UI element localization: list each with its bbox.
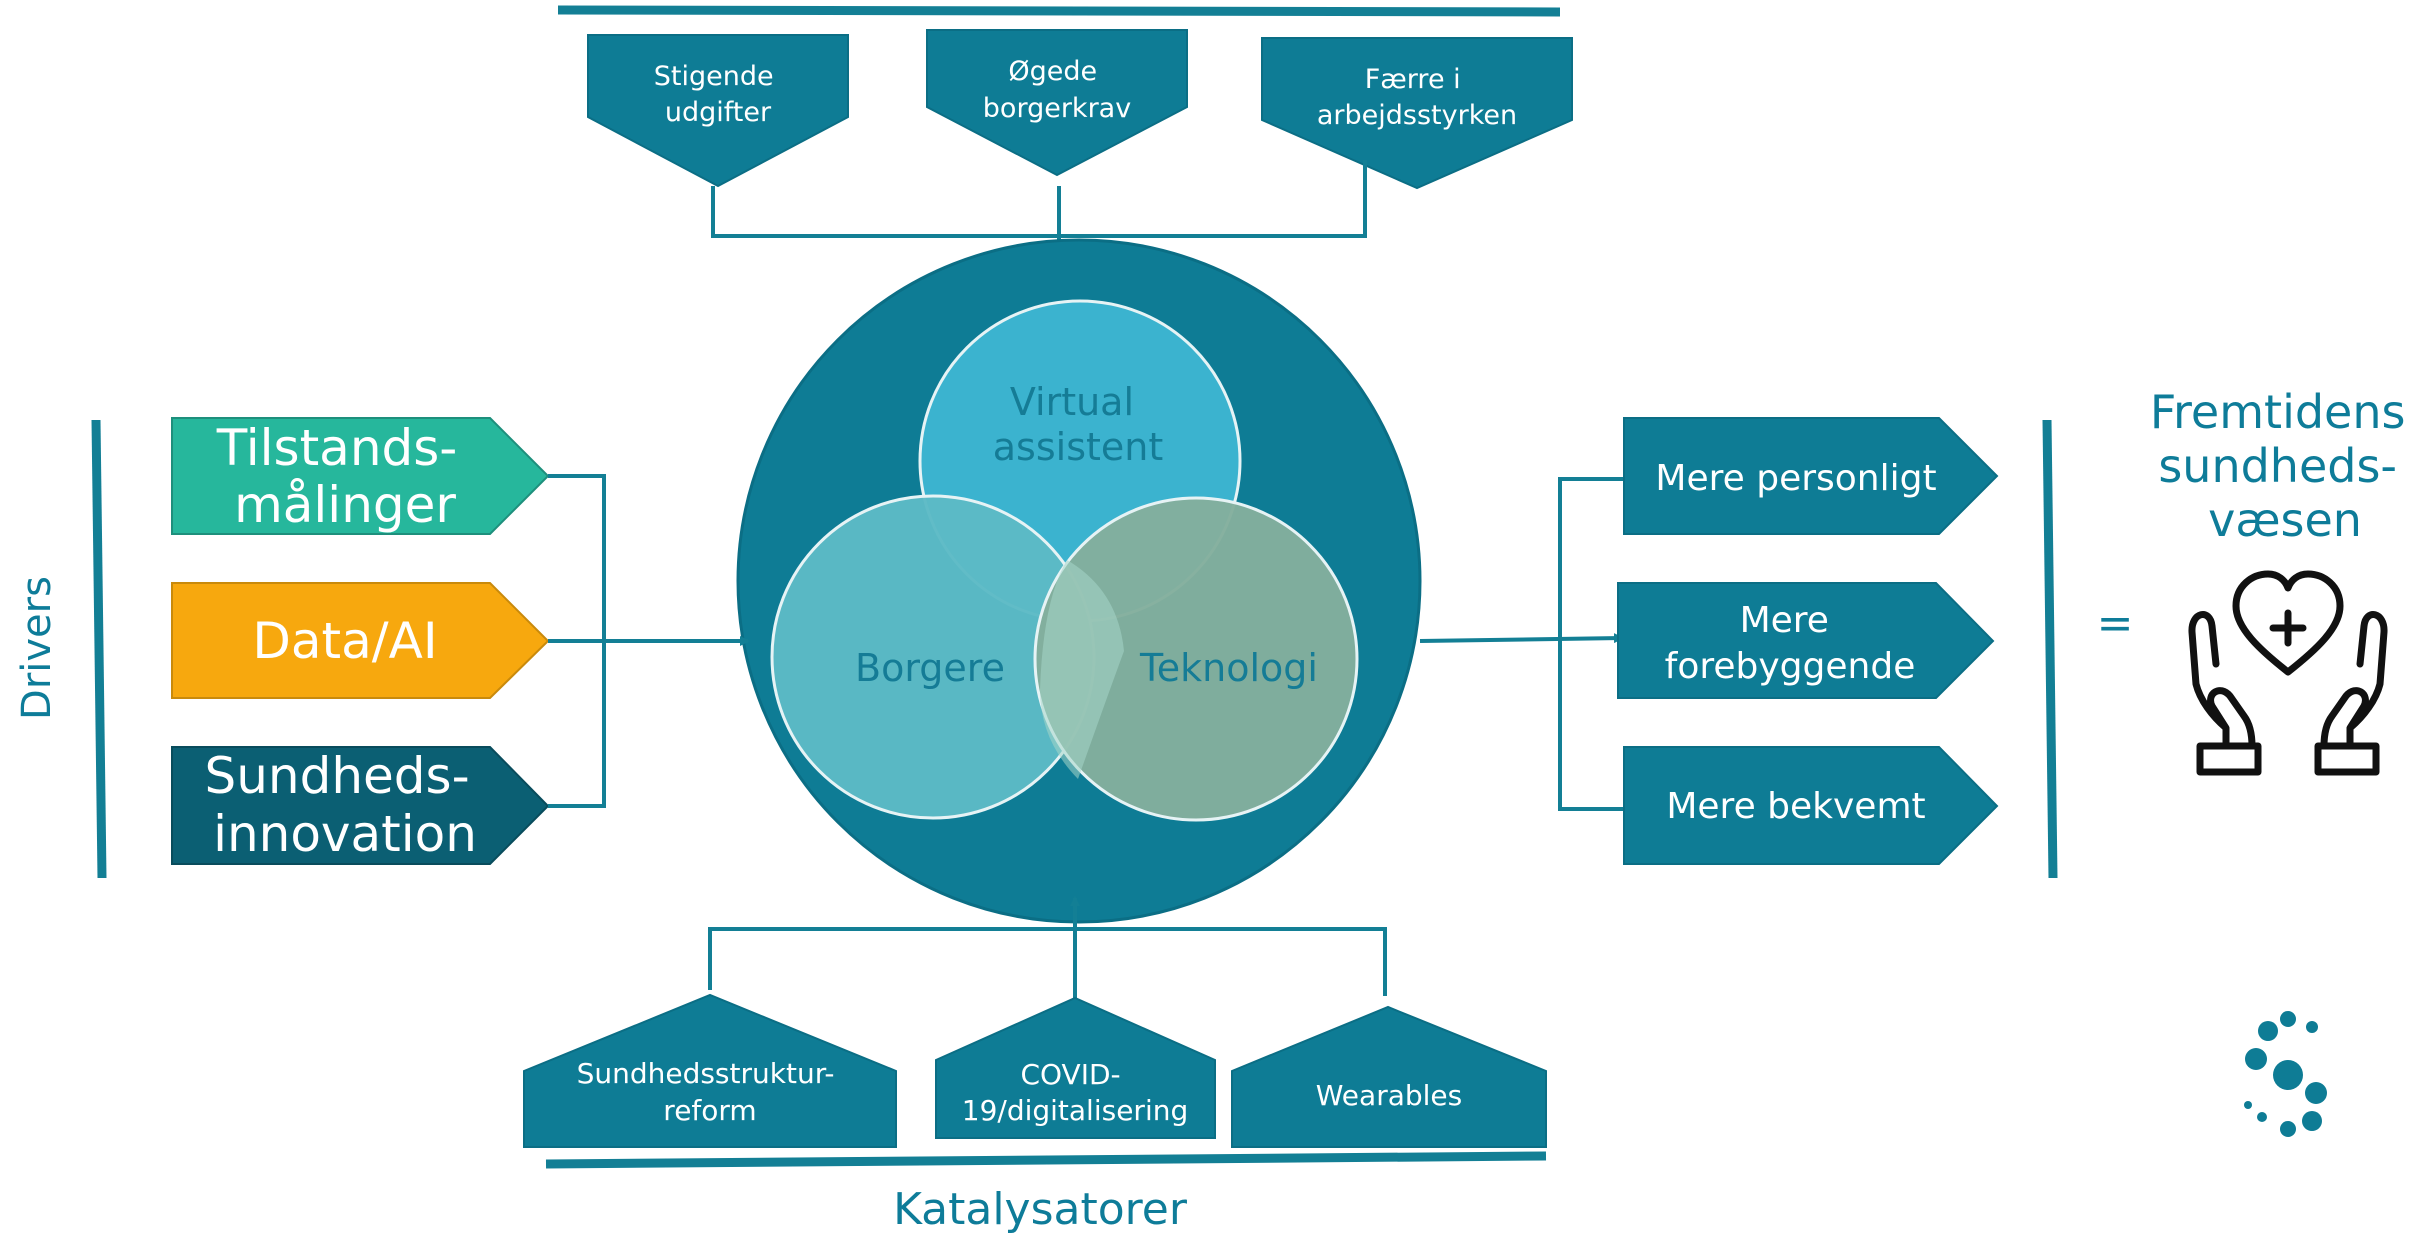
venn-overlap-center bbox=[1040, 560, 1124, 779]
svg-text:Sundheds- innovation: Sundheds- innovation bbox=[204, 747, 485, 863]
svg-text:Mere forebyggende: Mere forebyggende bbox=[1665, 600, 1916, 687]
hands-heart-icon bbox=[2188, 570, 2388, 776]
catalysts-label: Katalysatorer bbox=[893, 1184, 1188, 1234]
catalyst-box-3: Wearables bbox=[1231, 1005, 1547, 1148]
top-connector bbox=[711, 160, 1367, 238]
venn-label-left: Borgere bbox=[855, 646, 1005, 690]
top-box-3-line-1: Færre i bbox=[1365, 64, 1461, 95]
outcome-arrow bbox=[1419, 633, 1624, 644]
outcome-box-3: Mere bekvemt bbox=[1623, 746, 1999, 865]
catalyst-1-line-2: reform bbox=[663, 1094, 756, 1127]
dots-logo-icon bbox=[2244, 1011, 2327, 1137]
svg-text:Færre i arbejdsstyrken: Færre i arbejdsstyrken bbox=[1317, 64, 1517, 131]
outcome-1-label: Mere personligt bbox=[1655, 458, 1936, 499]
result-line-1: Fremtidens bbox=[2150, 385, 2406, 439]
venn-label-right: Teknologi bbox=[1139, 646, 1318, 690]
outcome-connector bbox=[1558, 477, 1624, 811]
top-box-3-line-2: arbejdsstyrken bbox=[1317, 100, 1517, 131]
driver-3-line-1: Sundheds- bbox=[204, 747, 469, 805]
catalyst-2-line-1: COVID- bbox=[1020, 1058, 1120, 1091]
outcome-3-label: Mere bekvemt bbox=[1666, 786, 1925, 827]
outcome-box-1: Mere personligt bbox=[1623, 417, 1999, 535]
top-box-2-line-2: borgerkrav bbox=[983, 93, 1131, 124]
venn-label-top-2: assistent bbox=[993, 425, 1164, 469]
svg-text:Tilstands- målinger: Tilstands- målinger bbox=[216, 419, 474, 534]
catalyst-box-2: COVID- 19/digitalisering bbox=[935, 996, 1216, 1139]
driver-box-3: Sundheds- innovation bbox=[171, 746, 550, 865]
top-bar bbox=[557, 5, 1561, 17]
svg-text:Virtual assistent: Virtual assistent bbox=[993, 380, 1164, 469]
top-box-3: Færre i arbejdsstyrken bbox=[1261, 37, 1573, 190]
bottom-bar bbox=[545, 1151, 1547, 1169]
venn-label-top-1: Virtual bbox=[1010, 380, 1134, 424]
top-box-2: Øgede borgerkrav bbox=[926, 29, 1188, 177]
top-box-1-line-1: Stigende bbox=[654, 61, 774, 92]
outcome-box-2: Mere forebyggende bbox=[1617, 582, 1995, 699]
venn-circle-right bbox=[1033, 496, 1359, 822]
top-box-2-line-1: Øgede bbox=[1008, 56, 1097, 87]
catalyst-2-line-2: 19/digitalisering bbox=[962, 1094, 1189, 1127]
driver-2-label: Data/AI bbox=[252, 612, 437, 670]
outcomes-bar bbox=[2042, 419, 2058, 879]
svg-text:Stigende udgifter: Stigende udgifter bbox=[654, 61, 782, 128]
svg-text:Øgede borgerkrav: Øgede borgerkrav bbox=[983, 56, 1131, 124]
driver-box-1: Tilstands- målinger bbox=[171, 417, 550, 535]
catalyst-3-label: Wearables bbox=[1316, 1079, 1462, 1112]
driver-3-line-2: innovation bbox=[213, 805, 477, 863]
svg-text:Sundhedsstruktur- reform: Sundhedsstruktur- reform bbox=[577, 1057, 844, 1127]
driver-1-line-2: målinger bbox=[234, 476, 456, 534]
equals-sign: = bbox=[2097, 598, 2134, 649]
drivers-label: Drivers bbox=[14, 576, 60, 720]
catalyst-box-1: Sundhedsstruktur- reform bbox=[523, 993, 897, 1148]
catalyst-1-line-1: Sundhedsstruktur- bbox=[577, 1057, 835, 1090]
driver-box-2: Data/AI bbox=[171, 582, 550, 699]
result-line-3: væsen bbox=[2208, 493, 2362, 547]
svg-text:COVID- 19/digitalisering: COVID- 19/digitalisering bbox=[962, 1058, 1189, 1127]
driver-1-line-1: Tilstands- bbox=[216, 419, 458, 477]
outcome-2-line-2: forebyggende bbox=[1665, 646, 1916, 687]
svg-text:Fremtidens sundheds- v: Fremtidens sundheds- væsen bbox=[2150, 385, 2420, 547]
result-line-2: sundheds- bbox=[2158, 439, 2397, 493]
top-box-1: Stigende udgifter bbox=[587, 34, 849, 188]
outcome-2-line-1: Mere bbox=[1740, 600, 1829, 641]
top-box-1-line-2: udgifter bbox=[665, 97, 772, 128]
catalyst-connector bbox=[708, 927, 1387, 996]
drivers-bar bbox=[91, 419, 107, 879]
